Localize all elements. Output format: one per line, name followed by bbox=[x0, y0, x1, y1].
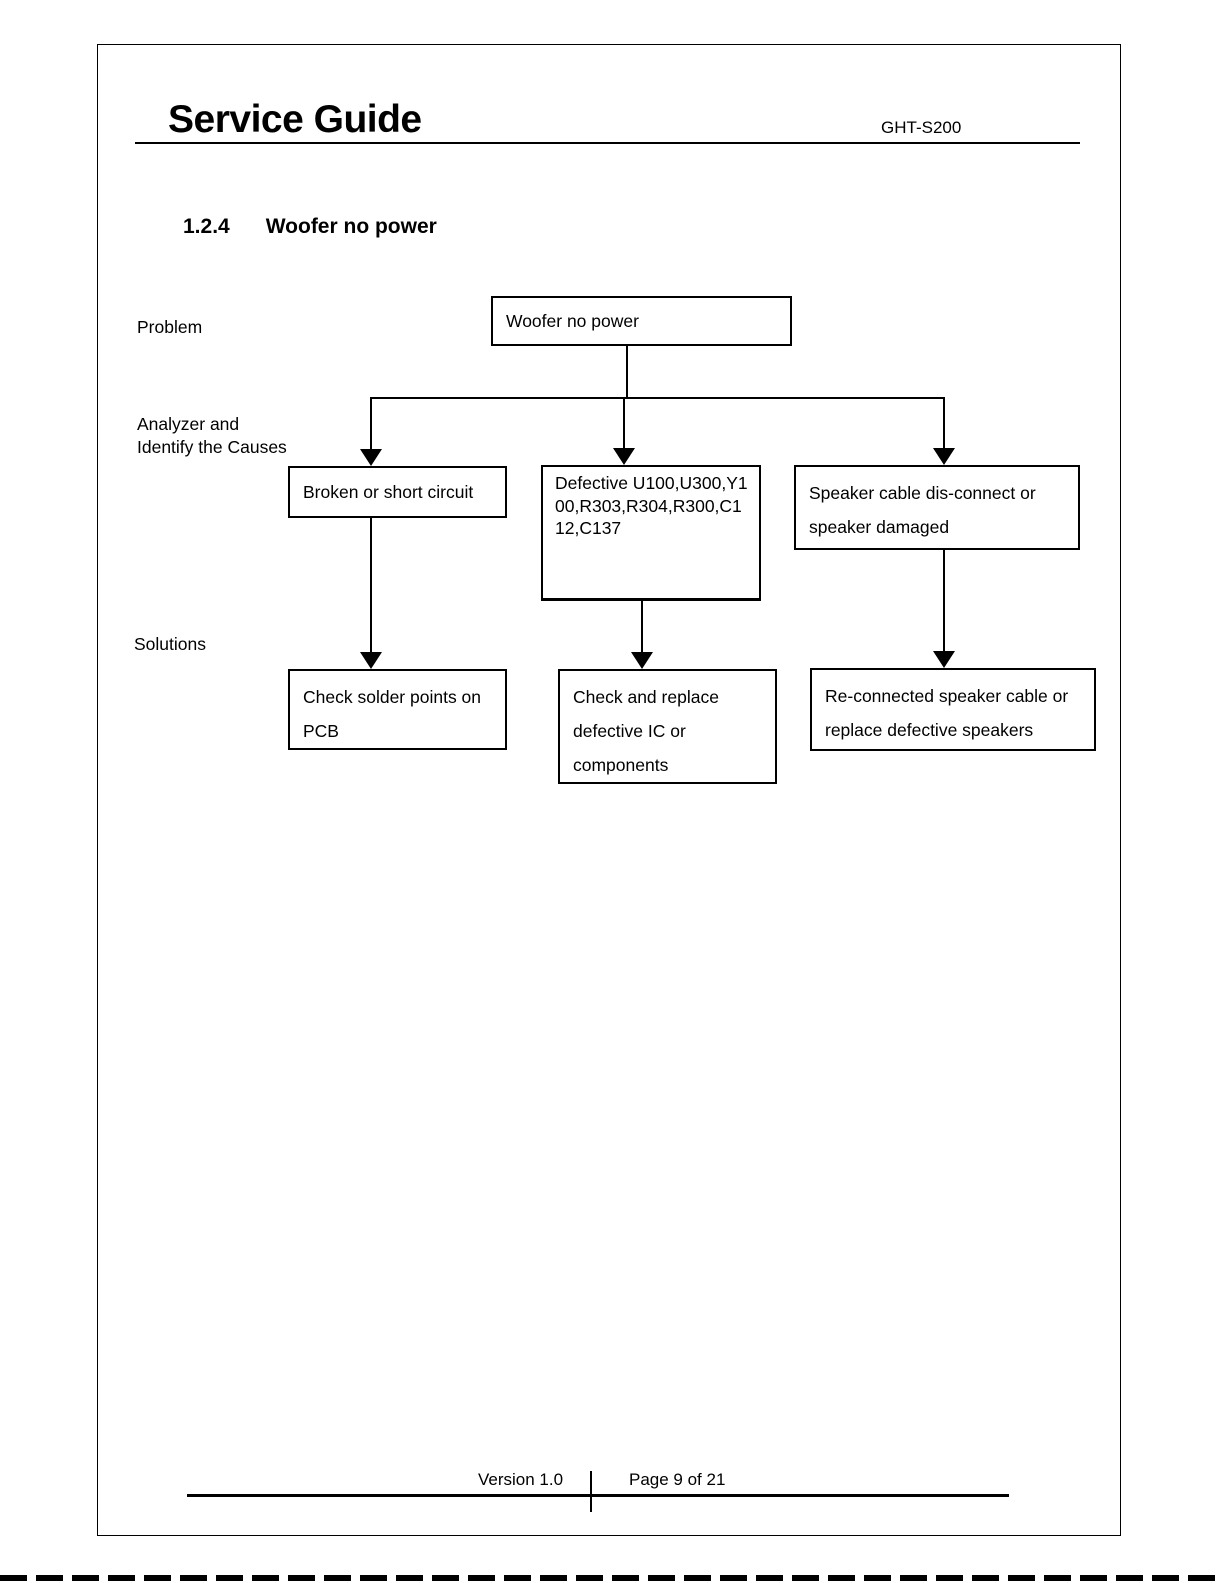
bottom-perforation-edge bbox=[0, 1575, 1220, 1581]
arrow-down-icon bbox=[613, 448, 635, 465]
label-analyzer-line1: Analyzer and bbox=[137, 414, 240, 434]
connector-cause1-solution1 bbox=[370, 517, 372, 654]
footer-page-number: Page 9 of 21 bbox=[629, 1470, 726, 1489]
connector-cause3-solution3 bbox=[943, 549, 945, 653]
flowchart-cause-box-3: Speaker cable dis-connect or speaker dam… bbox=[794, 465, 1080, 550]
flowchart-solution-box-3: Re-connected speaker cable or replace de… bbox=[810, 668, 1096, 751]
flowchart-cause-box-2: Defective U100,U300,Y100,R303,R304,R300,… bbox=[541, 465, 761, 601]
connector-right-drop bbox=[943, 397, 945, 452]
label-analyzer-line2: Identify the Causes bbox=[137, 437, 287, 457]
flowchart-cause-box-1: Broken or short circuit bbox=[288, 466, 507, 518]
flowchart-solution-box-2: Check and replace defective IC or compon… bbox=[558, 669, 777, 784]
footer-rule bbox=[187, 1494, 1009, 1497]
flowchart-solution-text-1: Check solder points on PCB bbox=[303, 687, 482, 741]
flowchart-cause-text-3: Speaker cable dis-connect or speaker dam… bbox=[809, 483, 1036, 537]
section-heading: 1.2.4 Woofer no power bbox=[183, 215, 437, 239]
connector-cause2-solution2 bbox=[641, 600, 643, 655]
flowchart-solution-box-1: Check solder points on PCB bbox=[288, 669, 507, 750]
flowchart-solution-text-2: Check and replace defective IC or compon… bbox=[573, 687, 719, 775]
connector-branch-bar bbox=[370, 397, 945, 399]
flowchart-solution-text-3: Re-connected speaker cable or replace de… bbox=[825, 686, 1069, 740]
connector-middle-drop bbox=[623, 397, 625, 452]
footer-version: Version 1.0 bbox=[478, 1470, 564, 1489]
arrow-down-icon bbox=[631, 652, 653, 669]
flowchart-cause-text-1: Broken or short circuit bbox=[303, 481, 474, 502]
label-analyzer: Analyzer and Identify the Causes bbox=[137, 413, 287, 459]
header-rule bbox=[135, 142, 1080, 144]
section-number: 1.2.4 bbox=[183, 215, 230, 238]
footer-center-tick bbox=[590, 1471, 592, 1512]
label-solutions: Solutions bbox=[134, 634, 206, 654]
flowchart-cause-text-2: Defective U100,U300,Y100,R303,R304,R300,… bbox=[555, 473, 748, 538]
flowchart-problem-box: Woofer no power bbox=[491, 296, 792, 346]
section-title: Woofer no power bbox=[265, 215, 437, 238]
label-problem: Problem bbox=[137, 317, 203, 337]
arrow-down-icon bbox=[933, 651, 955, 668]
connector-left-drop bbox=[370, 397, 372, 453]
model-number: GHT-S200 bbox=[881, 118, 962, 137]
arrow-down-icon bbox=[933, 448, 955, 465]
flowchart-problem-text: Woofer no power bbox=[506, 310, 639, 331]
document-title: Service Guide bbox=[168, 98, 422, 141]
arrow-down-icon bbox=[360, 449, 382, 466]
arrow-down-icon bbox=[360, 652, 382, 669]
page-border bbox=[97, 44, 1121, 1536]
connector-problem-stem bbox=[626, 346, 628, 398]
